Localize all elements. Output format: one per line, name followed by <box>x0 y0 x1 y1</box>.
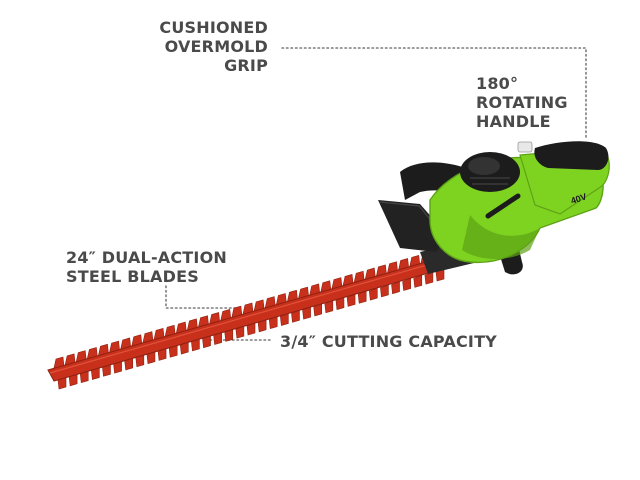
callout-handle-line-2: ROTATING <box>476 93 568 112</box>
callout-grip-line-1: CUSHIONED <box>159 18 268 37</box>
callout-blades-line-2: STEEL BLADES <box>66 267 199 286</box>
blades-leader-line <box>165 285 237 309</box>
callout-cutting-capacity: 3/4″ CUTTING CAPACITY <box>280 332 510 351</box>
blade-teeth-lower <box>57 268 445 390</box>
blade-tooth <box>402 278 411 291</box>
brand-stripe <box>485 193 521 219</box>
motor-cap-highlight <box>468 157 500 175</box>
callout-grip-line-2: OVERMOLD <box>164 37 268 56</box>
motor-cap-vents <box>470 177 510 185</box>
hand-guard <box>378 200 448 252</box>
callout-handle-line-3: HANDLE <box>476 112 551 131</box>
callout-cushioned-grip: CUSHIONED OVERMOLD GRIP <box>150 18 268 75</box>
callout-capacity-line-1: 3/4″ CUTTING CAPACITY <box>280 332 497 351</box>
housing-shadow <box>462 215 540 259</box>
callout-handle-line-1: 180° <box>476 74 519 93</box>
blade-tooth <box>413 274 423 288</box>
trimmer-body: 40V <box>378 141 610 275</box>
blade-assembly <box>47 240 478 390</box>
callout-grip-line-3: GRIP <box>224 56 268 75</box>
lock-off-button <box>517 141 533 153</box>
blade-tooth <box>391 281 400 295</box>
callout-rotating-handle: 180° ROTATING HANDLE <box>476 74 596 131</box>
blade-spine <box>49 260 442 374</box>
callout-steel-blades: 24″ DUAL-ACTION STEEL BLADES <box>66 248 246 286</box>
rear-handle-grip <box>534 141 609 170</box>
callout-blades-line-1: 24″ DUAL-ACTION <box>66 248 227 267</box>
grip-leader-line <box>281 47 587 141</box>
voltage-logo: 40V <box>570 191 588 205</box>
